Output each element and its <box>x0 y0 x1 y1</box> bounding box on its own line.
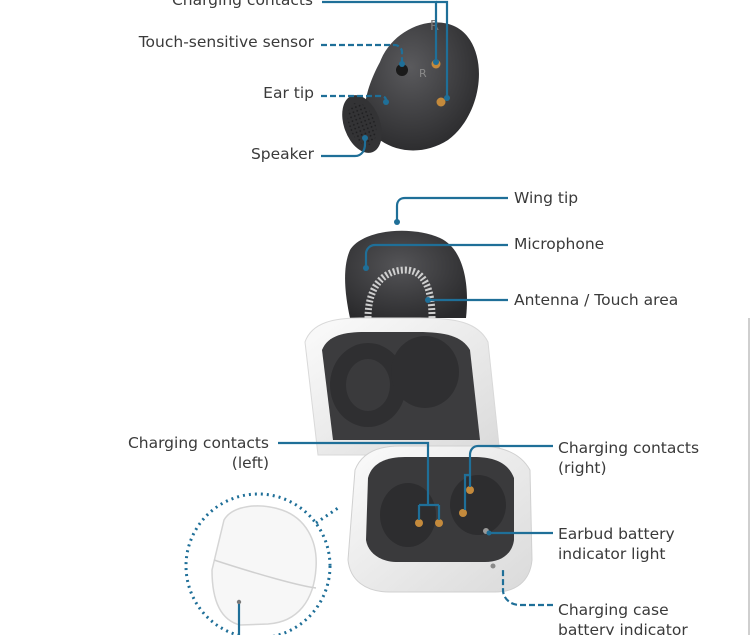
top-callouts <box>321 0 450 158</box>
svg-text:R: R <box>430 19 439 34</box>
label-earbud-indicator-2: indicator light <box>558 545 666 563</box>
label-ear-tip: Ear tip <box>263 84 314 102</box>
label-contacts-left-1: Charging contacts <box>127 434 269 452</box>
label-microphone: Microphone <box>514 235 605 253</box>
label-contacts-right-2: (right) <box>558 459 607 477</box>
middle-callouts <box>363 196 508 303</box>
charging-case <box>304 317 533 593</box>
label-touch-sensor: Touch-sensitive sensor <box>138 33 314 51</box>
label-wing-tip: Wing tip <box>514 189 579 207</box>
label-contacts-right-1: Charging contacts <box>558 439 700 457</box>
label-contacts-left-2: (left) <box>231 454 269 472</box>
panel-divider <box>748 318 750 635</box>
charging-contact-dot <box>436 97 446 107</box>
label-earbud-indicator-1: Earbud battery <box>558 525 675 543</box>
label-case-indicator-1: Charging case <box>558 601 669 619</box>
label-charging-contacts-top: Charging contacts <box>171 0 313 9</box>
side-letter: R <box>419 67 427 80</box>
case-inset <box>184 492 339 635</box>
label-antenna: Antenna / Touch area <box>514 291 679 309</box>
earbud-outer-view <box>345 230 467 319</box>
label-case-indicator-2: battery indicator <box>558 621 688 635</box>
case-callouts <box>278 441 553 607</box>
label-speaker: Speaker <box>250 145 314 163</box>
earbud-inner-view: R R <box>342 19 479 153</box>
touch-sensor-dot <box>396 64 408 76</box>
